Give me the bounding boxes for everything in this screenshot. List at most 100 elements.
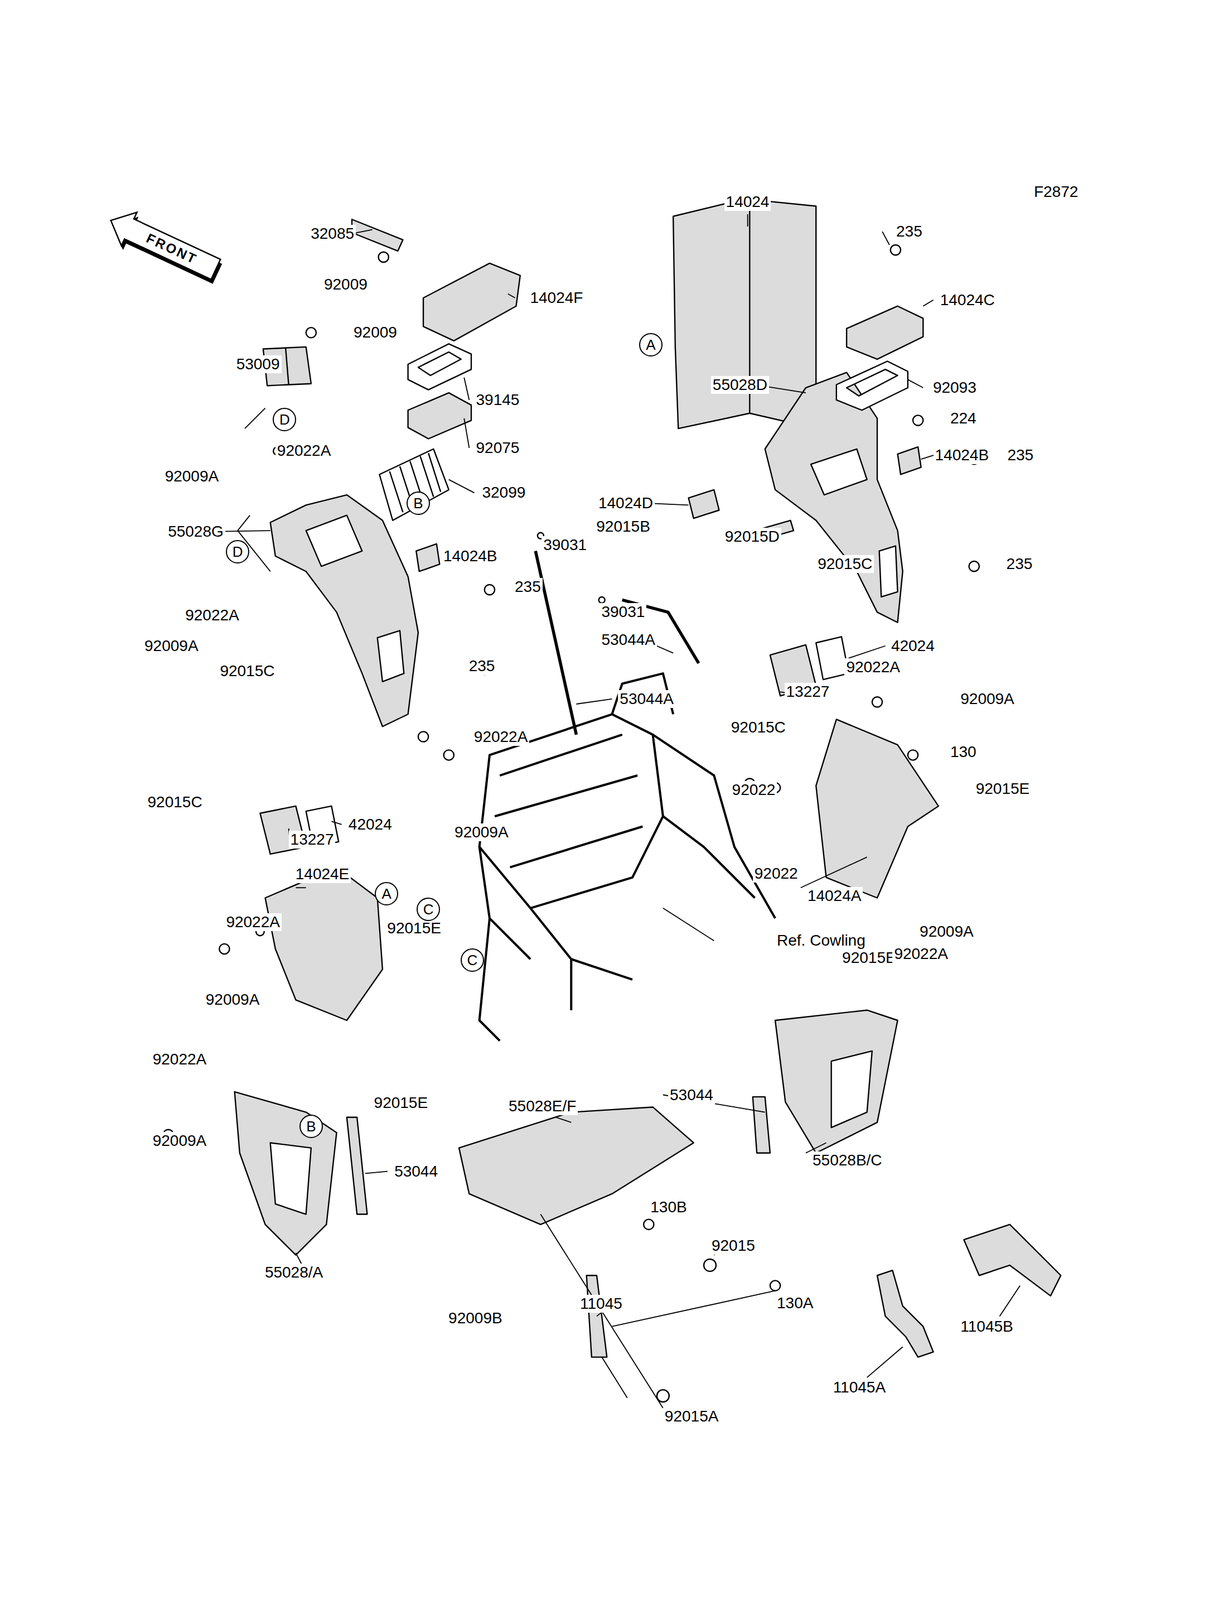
arrow-body (103, 203, 224, 287)
callout-number: 92009A (142, 636, 201, 655)
callout-number: 55028G (166, 522, 226, 541)
callout-number: 92022A (183, 606, 241, 625)
callout-number: 92022A (844, 658, 902, 676)
callout-number: 92009A (163, 467, 221, 486)
panel (673, 199, 816, 429)
callout-number: 32099 (480, 483, 528, 502)
callout-number: 92022A (224, 912, 282, 931)
under-cover (458, 1106, 694, 1224)
bracket (963, 1224, 1061, 1296)
inner-cover-right (765, 372, 903, 623)
callout-number: 11045B (958, 1317, 1015, 1336)
front-arrow: FRONT (103, 203, 224, 287)
callout-number: 53044A (617, 689, 676, 708)
callout-number: 92022A (275, 441, 333, 460)
reference-circle: C (416, 897, 441, 921)
callout-number: 235 (894, 222, 925, 241)
reference-circle: A (374, 881, 399, 906)
callout-number: 92009 (351, 323, 399, 342)
callout-number: 55028E/F (506, 1096, 578, 1115)
callout-number: 14024A (805, 886, 864, 905)
side-cover (265, 867, 383, 1021)
callout-number: 92009 (322, 275, 370, 294)
cover-openings (810, 448, 898, 597)
reference-letter: A (382, 885, 392, 902)
callout-number: 11045 (578, 1294, 625, 1313)
callout-number: 92022A (472, 727, 530, 746)
callout-number: 39145 (474, 390, 521, 409)
callout-number: 235 (513, 577, 543, 596)
cover-duct (831, 1050, 873, 1128)
callout-number: 92015A (663, 1407, 721, 1425)
reference-letter: C (466, 951, 478, 969)
callout-number: 55028D (711, 375, 770, 394)
cover-duct (270, 1142, 312, 1214)
reference-note: F2872 (1032, 182, 1080, 201)
callout-number: 92022 (752, 864, 800, 883)
callout-number: 92022A (151, 1050, 209, 1068)
callout-number: 130B (648, 1197, 689, 1216)
callout-number: 92015C (146, 793, 205, 811)
callout-number: 14024C (938, 291, 997, 309)
callout-number: 92015B (594, 517, 652, 536)
callout-number: 13227 (288, 830, 336, 849)
reference-circle: A (639, 332, 663, 357)
plate (897, 446, 922, 475)
callout-number: 92075 (474, 438, 521, 457)
callout-number: 14024B (441, 547, 500, 565)
callout-number: 92015C (218, 661, 277, 680)
reference-letter: D (279, 411, 290, 428)
callout-number: 39031 (541, 535, 589, 554)
bracket (877, 1269, 934, 1357)
reference-letter: B (413, 494, 423, 512)
callout-number: 130A (775, 1293, 815, 1312)
fasteners (163, 244, 980, 1402)
callout-number: 92015E (372, 1093, 430, 1112)
frame-seal (836, 360, 908, 410)
pad (408, 392, 472, 439)
callout-number: 53009 (234, 355, 282, 374)
reference-circle: D (272, 407, 297, 432)
plate (416, 543, 440, 572)
callout-number: 92009A (151, 1131, 209, 1150)
grille-fins (389, 452, 441, 512)
bracket (586, 1274, 608, 1357)
callout-number: 55028B/C (810, 1151, 884, 1169)
vent-grille (815, 636, 849, 680)
callout-number: 235 (467, 656, 497, 675)
callout-number: 92009A (917, 922, 976, 941)
plate (351, 219, 403, 251)
callout-number: 14024F (528, 288, 585, 307)
cover-openings (306, 515, 405, 682)
callout-number: 53044 (392, 1162, 440, 1181)
callout-number: 11045A (831, 1378, 888, 1396)
reference-note: Ref. Cowling (775, 931, 868, 950)
callout-number: 92009A (958, 689, 1017, 708)
callout-number: 92015E (840, 948, 898, 967)
callout-number: 92093 (931, 378, 979, 397)
lid (846, 306, 923, 360)
side-cover (815, 718, 939, 898)
callout-number: 55028/A (263, 1263, 325, 1281)
callout-number: 92015E (385, 919, 443, 937)
callout-number: 14024E (293, 864, 352, 883)
lower-cover (234, 1091, 337, 1255)
inner-cover-left (270, 494, 419, 727)
reference-letter: C (423, 900, 434, 918)
reference-circle: D (225, 539, 250, 564)
callout-number: 53044A (599, 630, 657, 649)
lid (423, 263, 521, 341)
callout-number: 92022 (730, 780, 778, 799)
strip (346, 1117, 368, 1215)
callout-number: 130 (948, 742, 979, 761)
reference-letter: B (306, 1117, 316, 1135)
reference-letter: A (645, 336, 656, 354)
callout-number: 92009A (204, 990, 262, 1009)
callout-number: 13227 (784, 682, 832, 701)
callout-number: 92022A (892, 944, 950, 963)
reference-circle: C (460, 948, 485, 972)
callout-number: 14024 (724, 192, 772, 211)
frame-seal (408, 343, 472, 390)
callout-number: 235 (1005, 446, 1036, 464)
